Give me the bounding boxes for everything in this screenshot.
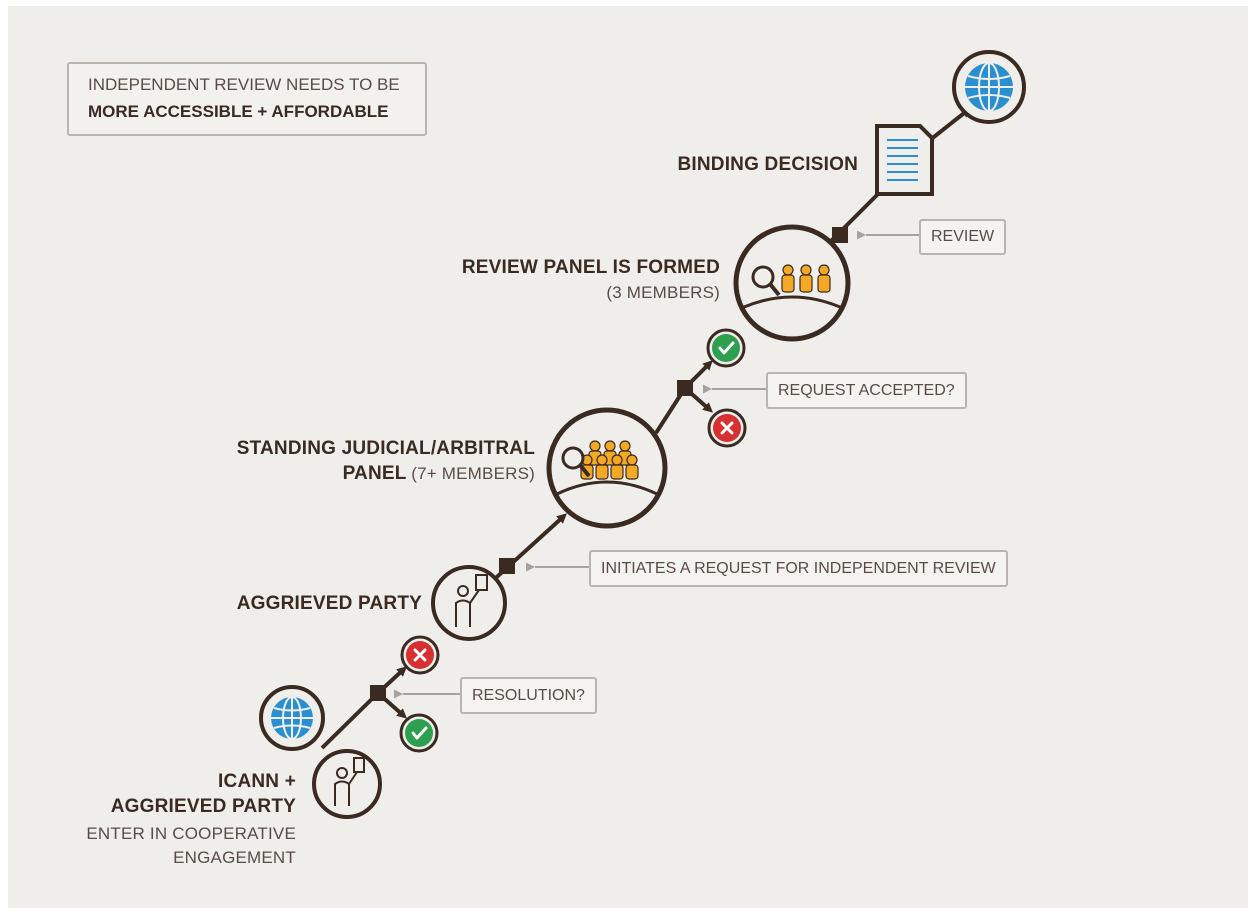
callout-request-accepted: REQUEST ACCEPTED?: [766, 372, 967, 409]
callout-resolution: RESOLUTION?: [460, 677, 597, 714]
globe-icon: [952, 50, 1026, 124]
stage-title-decision: BINDING DECISION: [677, 154, 858, 175]
document-icon: [875, 124, 934, 196]
stage-title-standing-panel-2-bold: PANEL: [342, 463, 407, 484]
junction-node: [370, 685, 386, 701]
check-icon: [399, 713, 439, 753]
junction-node: [677, 380, 693, 396]
junction-node: [832, 227, 848, 243]
person-sign-icon: [431, 565, 507, 641]
headline-line-2: MORE ACCESSIBLE + AFFORDABLE: [88, 102, 389, 121]
stage-title-start-1: ICANN +: [218, 771, 296, 792]
headline-box: INDEPENDENT REVIEW NEEDS TO BE MORE ACCE…: [67, 62, 427, 136]
stage-sub-review-panel: (3 MEMBERS): [606, 283, 720, 302]
x-icon: [707, 408, 747, 448]
stage-sub-start-1: ENTER IN COOPERATIVE: [86, 824, 296, 843]
stage-title-aggrieved: AGGRIEVED PARTY: [236, 593, 422, 614]
x-icon: [400, 635, 440, 675]
callout-initiates: INITIATES A REQUEST FOR INDEPENDENT REVI…: [589, 550, 1008, 587]
panel-people-icon: [733, 224, 851, 342]
headline-line-1: INDEPENDENT REVIEW NEEDS TO BE: [88, 75, 400, 94]
stage-title-standing-panel-2: PANEL (7+ MEMBERS): [180, 463, 535, 485]
magnifier-icon: [561, 446, 591, 478]
stage-title-review-panel: REVIEW PANEL IS FORMED: [461, 257, 720, 278]
stage-title-standing-panel-1: STANDING JUDICIAL/ARBITRAL: [236, 438, 535, 459]
magnifier-icon: [751, 265, 781, 297]
globe-icon: [259, 685, 325, 751]
stage-title-standing-panel-2-light: (7+ MEMBERS): [411, 464, 535, 483]
junction-node: [499, 558, 515, 574]
panel-people-icon: [546, 407, 668, 529]
check-icon: [706, 328, 746, 368]
stage-title-start-2: AGGRIEVED PARTY: [110, 796, 296, 817]
callout-review: REVIEW: [919, 219, 1007, 255]
stage-sub-start-2: ENGAGEMENT: [173, 848, 296, 867]
person-sign-icon: [312, 749, 382, 819]
